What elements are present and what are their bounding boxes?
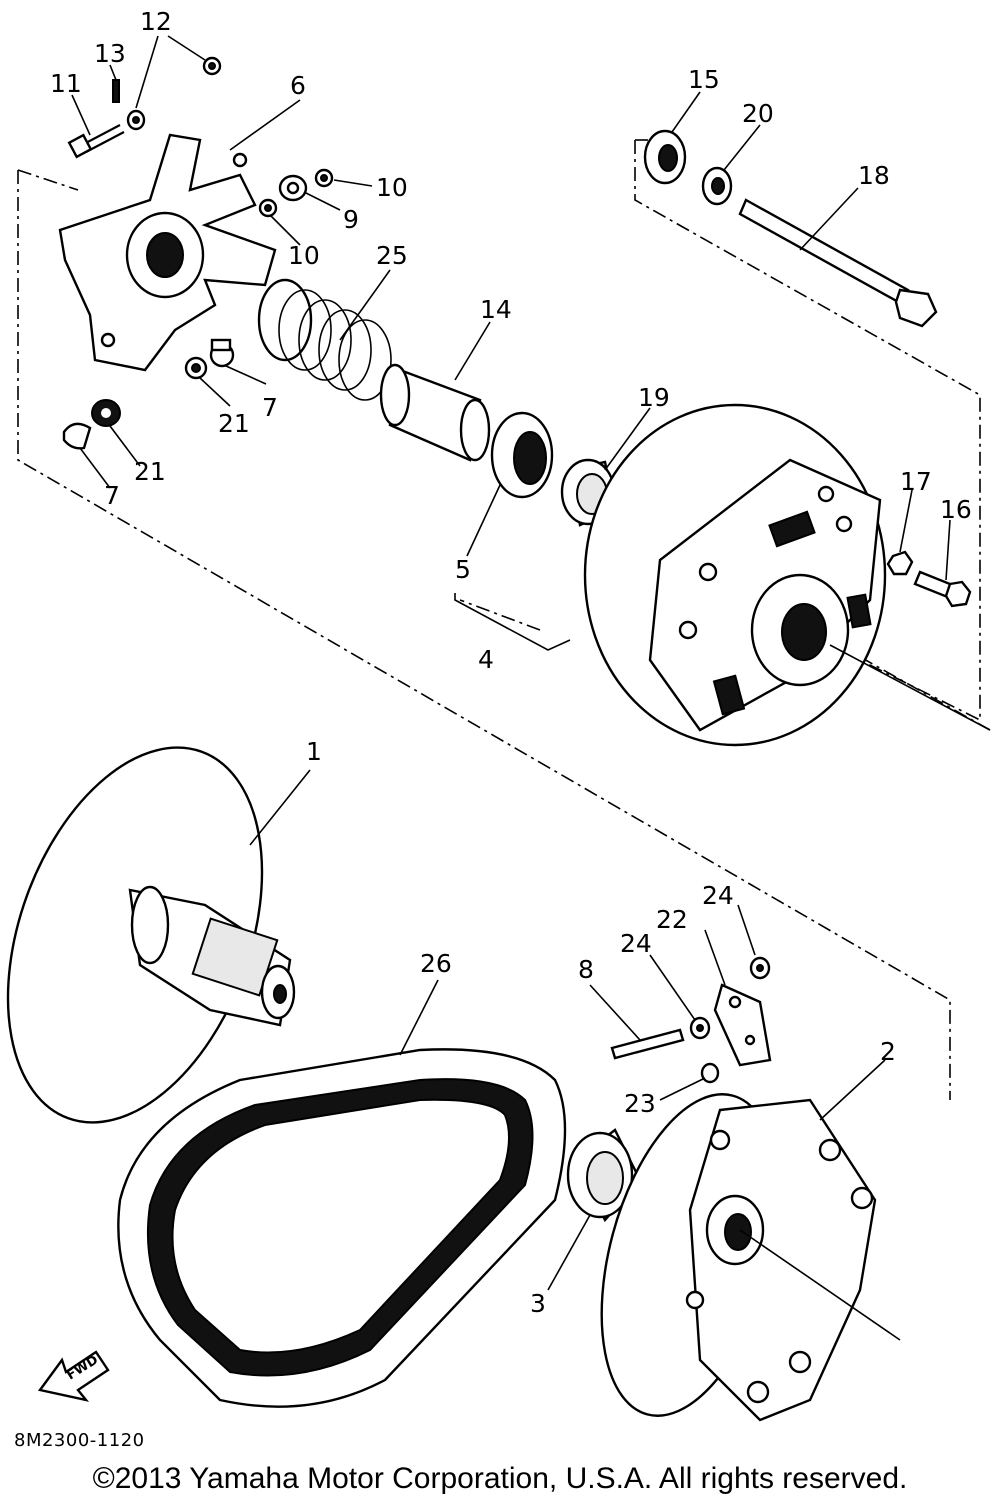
bushing-9: [278, 174, 308, 202]
pin-8: [610, 1028, 685, 1060]
callout-1: 1: [306, 737, 322, 766]
spring-25: [257, 278, 392, 401]
callout-21b: 21: [134, 457, 166, 486]
bushing-5: [490, 411, 554, 499]
callout-numbers: 1 2 3 4 5 6 7 7 8 9 10 10 11 12 13 14 15…: [50, 7, 972, 1318]
rivet-23: [700, 1062, 720, 1084]
washer-15: [643, 129, 687, 185]
movable-sheave-4: [583, 403, 887, 747]
bolt-11: [67, 124, 125, 159]
washer-20: [701, 166, 733, 206]
callout-6: 6: [290, 71, 306, 100]
bolt-18: [738, 198, 938, 328]
callout-7a: 7: [262, 393, 278, 422]
callout-2: 2: [880, 1037, 896, 1066]
drive-belt-26: [117, 1048, 567, 1408]
washer-10b: [258, 198, 278, 218]
cap-7b: [62, 422, 92, 450]
callout-7b: 7: [104, 481, 120, 510]
washer-21a: [184, 356, 208, 380]
callout-19: 19: [638, 383, 670, 412]
leader-lines: [71, 35, 991, 1341]
callout-13: 13: [94, 39, 126, 68]
bushing-3: [566, 1128, 642, 1223]
callout-14: 14: [480, 295, 512, 324]
callout-22: 22: [656, 905, 688, 934]
callout-24b: 24: [702, 881, 734, 910]
callout-4: 4: [478, 645, 494, 674]
washer-24b: [749, 956, 771, 980]
fixed-sheave-1: [6, 746, 296, 1124]
callout-9: 9: [343, 205, 359, 234]
callout-8: 8: [578, 955, 594, 984]
callout-18: 18: [858, 161, 890, 190]
washer-12b: [202, 56, 222, 76]
washer-12a: [126, 109, 146, 131]
callout-12: 12: [140, 7, 172, 36]
copyright-notice: ©2013 Yamaha Motor Corporation, U.S.A. A…: [92, 1462, 908, 1495]
callout-5: 5: [455, 555, 471, 584]
callout-24a: 24: [620, 929, 652, 958]
forward-arrow-icon: FWD: [37, 1350, 110, 1402]
callout-26: 26: [420, 949, 452, 978]
nut-17: [886, 550, 914, 576]
bolt-16: [913, 570, 972, 608]
callout-20: 20: [742, 99, 774, 128]
callout-17: 17: [900, 467, 932, 496]
pin-13: [112, 79, 120, 103]
document-code: 8M2300-1120: [14, 1430, 145, 1451]
washer-10a: [314, 168, 334, 188]
weight-22: [713, 983, 772, 1067]
sleeve-14: [379, 363, 491, 462]
callout-23: 23: [624, 1089, 656, 1118]
cap-7a: [209, 338, 235, 368]
washer-21b: [91, 399, 121, 427]
callout-11: 11: [50, 69, 82, 98]
callout-21a: 21: [218, 409, 250, 438]
spider-cam-arm: [58, 133, 277, 372]
washer-24a: [689, 1016, 711, 1040]
callout-15: 15: [688, 65, 720, 94]
callout-25: 25: [376, 241, 408, 270]
callout-10a: 10: [376, 173, 408, 202]
callout-16: 16: [940, 495, 972, 524]
callout-10b: 10: [288, 241, 320, 270]
callout-3: 3: [530, 1289, 546, 1318]
